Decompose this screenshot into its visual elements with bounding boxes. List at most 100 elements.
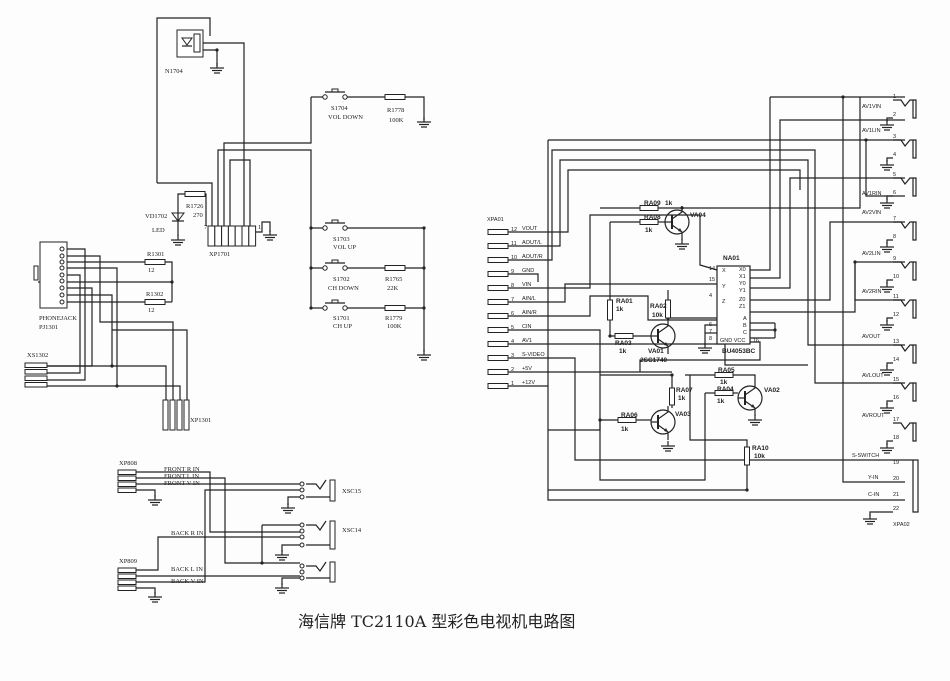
xpa01-pin-number: 9 bbox=[511, 269, 514, 275]
ic-right-pin-label: GND VCC bbox=[720, 338, 745, 344]
label-va01: VA01 bbox=[648, 348, 664, 355]
resistor bbox=[665, 299, 671, 319]
xpa02-pin-number: 17 bbox=[893, 417, 899, 423]
ic-right-pin-label: Y1 bbox=[739, 288, 746, 294]
xpa01-pin-name: CIN bbox=[522, 324, 532, 330]
label-ra03: RA03 bbox=[615, 340, 632, 347]
xpa01-pin-number: 2 bbox=[511, 367, 514, 373]
wire bbox=[689, 375, 748, 447]
wire bbox=[136, 489, 156, 497]
connector-pin bbox=[227, 225, 236, 247]
junction-dot bbox=[608, 334, 612, 338]
switch-contact bbox=[342, 94, 348, 100]
xpa01-pin-number: 1 bbox=[511, 381, 514, 387]
label-xp809: XP809 bbox=[119, 558, 137, 565]
label-r1726: R1726 bbox=[186, 203, 204, 210]
connector-pin bbox=[207, 225, 216, 247]
wire bbox=[287, 496, 300, 505]
contact-ring bbox=[59, 253, 65, 259]
jack-icon bbox=[893, 221, 917, 241]
ground-icon bbox=[263, 230, 277, 241]
label-ra06-value: 1k bbox=[621, 426, 629, 433]
junction-dot bbox=[670, 373, 674, 377]
wire bbox=[508, 385, 905, 501]
wire bbox=[600, 374, 673, 388]
resistor bbox=[714, 372, 734, 378]
label-ra06: RA06 bbox=[621, 412, 638, 419]
jack-icon bbox=[893, 177, 917, 197]
wire bbox=[136, 477, 300, 564]
wire bbox=[223, 97, 312, 226]
jack-spring bbox=[306, 479, 327, 491]
xpa01-pin-number: 3 bbox=[511, 353, 514, 359]
contact-ring bbox=[299, 542, 305, 548]
connector-pin bbox=[117, 585, 137, 591]
wire bbox=[886, 400, 893, 405]
wire bbox=[255, 221, 271, 233]
ic-left-pin-label: 4 bbox=[709, 293, 712, 299]
ground-icon bbox=[210, 63, 224, 74]
xpa02-pin-number: 20 bbox=[893, 476, 899, 482]
connector-pin bbox=[117, 475, 137, 481]
switch-contact bbox=[322, 225, 328, 231]
ground-icon bbox=[698, 343, 712, 354]
connector-pin bbox=[487, 243, 509, 249]
xpa02-pin-number: 6 bbox=[893, 190, 896, 196]
label-ra01-value: 1k bbox=[616, 306, 624, 313]
xpa01-pin-name: AIN/L bbox=[522, 296, 536, 302]
xpa01-pin-name: AOUT/R bbox=[522, 254, 543, 260]
connector-pin bbox=[117, 573, 137, 579]
wire bbox=[886, 279, 893, 284]
jack-icon bbox=[893, 422, 917, 442]
phonejack-plug-icon bbox=[33, 265, 39, 281]
ground-icon bbox=[275, 550, 289, 561]
label-xsc14: XSC14 bbox=[342, 527, 362, 534]
wire bbox=[508, 214, 718, 289]
ground-icon bbox=[880, 443, 894, 454]
wire bbox=[508, 273, 539, 282]
ic-right-pin-label: B bbox=[743, 323, 747, 329]
connector-pin bbox=[24, 369, 48, 375]
ground-icon bbox=[417, 117, 431, 128]
label-vol-up: VOL UP bbox=[333, 244, 356, 251]
xpa02-pin-number: 22 bbox=[893, 506, 899, 512]
label-ra04: RA04 bbox=[717, 386, 734, 393]
wire bbox=[682, 97, 861, 209]
ic-right-pin-label: X0 bbox=[739, 267, 746, 273]
xpa02-pin-number: 1 bbox=[893, 94, 896, 100]
contact-ring bbox=[59, 265, 65, 271]
contact-ring bbox=[299, 569, 305, 575]
label-ra02-value: 10k bbox=[652, 312, 663, 319]
label-va02: VA02 bbox=[764, 387, 780, 394]
push-switch-icon bbox=[322, 88, 348, 100]
xpa01-pin-name: +5V bbox=[522, 366, 532, 372]
label-va03: VA03 bbox=[675, 411, 691, 418]
emitter-arrow bbox=[678, 228, 682, 232]
emitter bbox=[671, 224, 683, 240]
wire bbox=[508, 329, 601, 431]
wire bbox=[886, 239, 893, 244]
xpa02-switch-jack bbox=[905, 459, 919, 513]
connector-pin bbox=[487, 327, 509, 333]
switch-contact bbox=[322, 94, 328, 100]
connector-pin bbox=[487, 341, 509, 347]
xpa02-pin-number: 19 bbox=[893, 460, 899, 466]
ic-right-pin-label: 16 bbox=[753, 338, 759, 344]
ground-icon bbox=[281, 503, 295, 514]
wire bbox=[886, 195, 893, 200]
jack-icon bbox=[893, 99, 917, 119]
xpa02-pin-number: 14 bbox=[893, 357, 899, 363]
wire bbox=[203, 42, 245, 226]
ground-icon bbox=[148, 495, 162, 506]
junction-dot bbox=[773, 328, 777, 332]
wire bbox=[47, 267, 118, 387]
connector-pin bbox=[117, 469, 137, 475]
xpa02-jack-label: AV2VIN bbox=[862, 210, 881, 216]
label-front-r-in: FRONT R IN bbox=[164, 466, 200, 473]
jack-icon bbox=[893, 344, 917, 364]
xpa02-jack-label: S-SWITCH bbox=[852, 453, 879, 459]
contact-ring bbox=[59, 292, 65, 298]
xpa02-pin-number: 3 bbox=[893, 134, 896, 140]
jack-spring bbox=[306, 520, 327, 532]
